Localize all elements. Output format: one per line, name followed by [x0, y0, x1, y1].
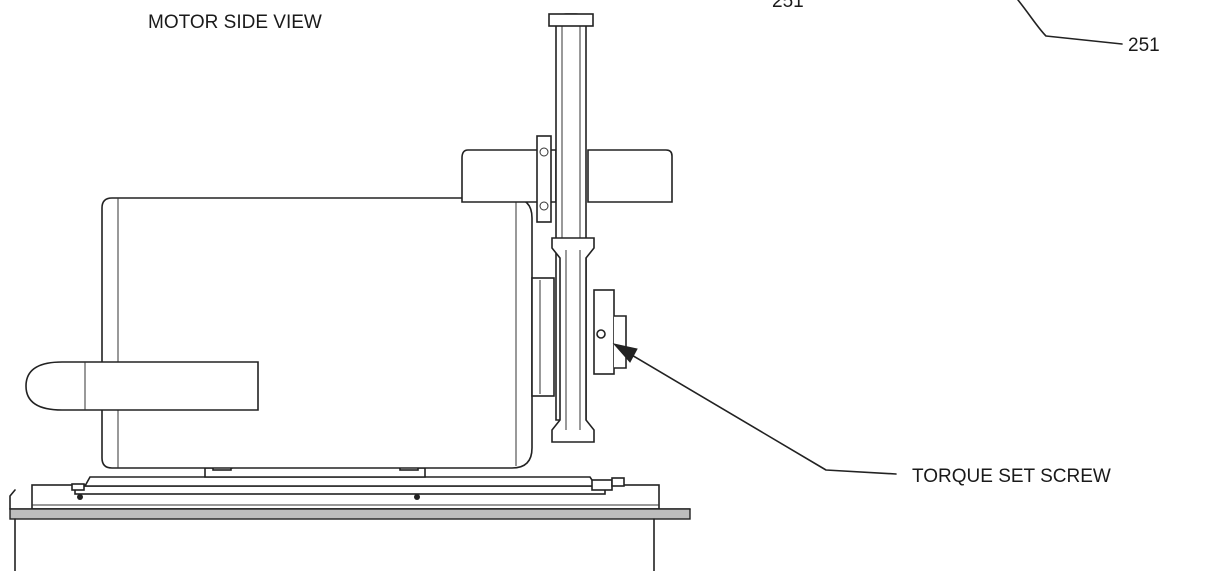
motor-mount-rail — [71, 476, 625, 495]
motor-body — [101, 197, 533, 469]
base-bolt-right — [414, 494, 420, 500]
base-bolt-left — [77, 494, 83, 500]
upper-shaft-housing — [461, 149, 673, 203]
torque-hub — [593, 289, 627, 375]
upper-pulley-bracket — [536, 135, 552, 223]
ref-number-cropped: 251 — [772, 0, 804, 12]
motor-shaft-hub — [531, 277, 555, 397]
view-title: MOTOR SIDE VIEW — [148, 12, 322, 33]
torque-callout-arrow — [612, 343, 897, 475]
set-screw-head — [596, 329, 606, 339]
base-plate — [9, 484, 691, 571]
leader-line-251 — [1017, 0, 1123, 45]
ref-number-251: 251 — [1128, 35, 1160, 56]
conduit-box — [25, 361, 259, 411]
torque-set-screw-label: TORQUE SET SCREW — [912, 466, 1111, 487]
v-pulley — [551, 237, 595, 443]
